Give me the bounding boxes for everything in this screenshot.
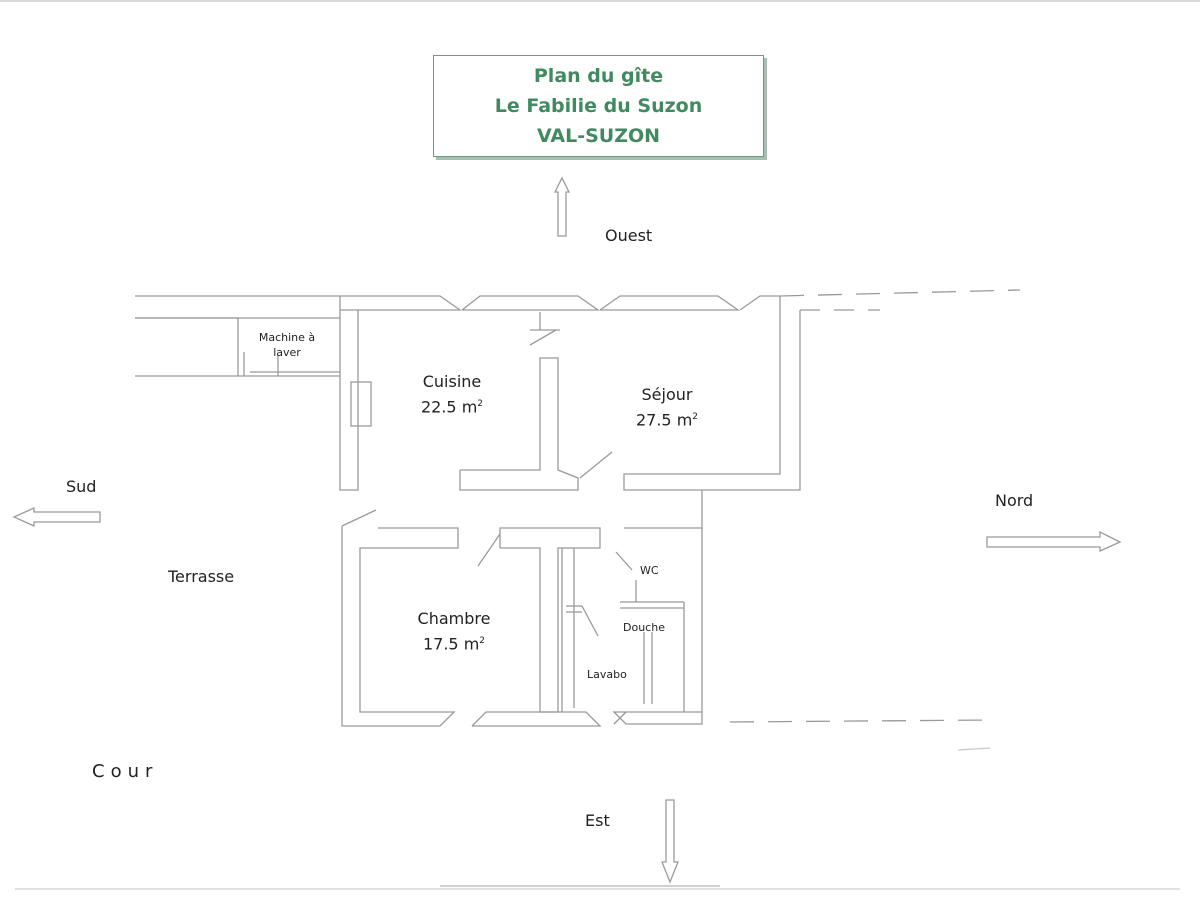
direction-north-label: Nord — [995, 491, 1034, 510]
kitchen-name: Cuisine — [422, 372, 482, 391]
east-boundary — [440, 719, 996, 887]
title-box: Plan du gîte Le Fabilie du Suzon VAL-SUZ… — [433, 55, 764, 157]
arrow-left-south — [12, 506, 101, 528]
title-line-2: Le Fabilie du Suzon — [494, 95, 703, 117]
title-line-1: Plan du gîte — [533, 65, 664, 87]
direction-west-label: Ouest — [605, 226, 653, 245]
arrow-down-east — [661, 799, 679, 884]
arrow-right-north — [986, 530, 1122, 553]
living-room-label: Séjour 27.5 m2 — [622, 384, 712, 431]
bedroom-walls — [341, 509, 602, 727]
bedroom-label: Chambre 17.5 m2 — [408, 608, 500, 655]
bedroom-area: 17.5 m2 — [422, 634, 486, 654]
wc-label: WC — [640, 564, 659, 577]
direction-south-label: Sud — [66, 477, 97, 496]
yard-label: Cour — [92, 761, 159, 782]
terrace-label: Terrasse — [168, 567, 235, 586]
washbasin-label: Lavabo — [587, 668, 627, 681]
shower-label: Douche — [623, 621, 665, 634]
living-room-area: 27.5 m2 — [635, 410, 699, 430]
kitchen-walls — [339, 310, 579, 491]
living-room-name: Séjour — [641, 385, 693, 404]
kitchen-label: Cuisine 22.5 m2 — [412, 371, 492, 418]
north-wall — [135, 289, 1021, 319]
washing-machine-niche — [135, 317, 340, 377]
arrow-up-west — [553, 176, 571, 237]
direction-east-label: Est — [585, 811, 610, 830]
title-line-3: VAL-SUZON — [536, 125, 661, 147]
bathroom-walls — [561, 490, 703, 725]
bedroom-name: Chambre — [417, 609, 491, 628]
kitchen-area: 22.5 m2 — [420, 397, 484, 417]
washing-machine-label: Machine à laver — [258, 331, 316, 359]
living-room-walls — [579, 310, 801, 491]
